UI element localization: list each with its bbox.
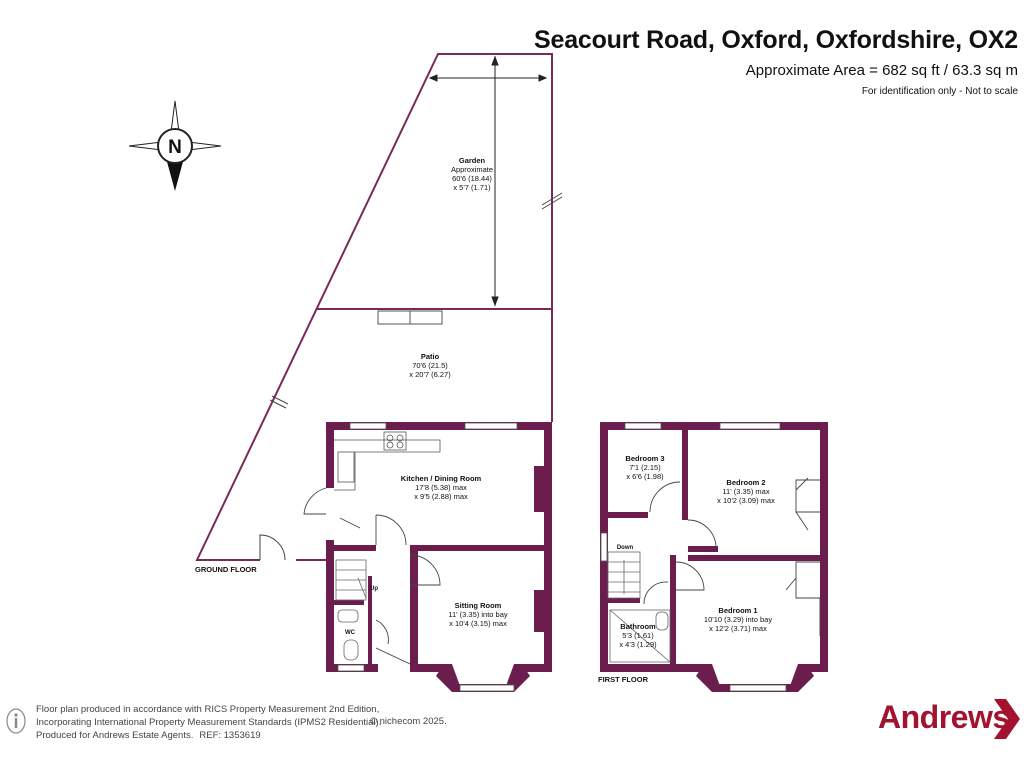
footer-line1: Floor plan produced in accordance with R…	[36, 704, 380, 715]
garden-line1: Approximate	[451, 165, 493, 174]
garden-patio-outline	[195, 53, 553, 561]
wc-fittings	[337, 609, 359, 661]
sitting-room-name: Sitting Room	[455, 601, 502, 610]
copyright-notice: © nichecom 2025.	[370, 716, 447, 727]
kitchen-name: Kitchen / Dining Room	[401, 474, 482, 483]
bathroom-line2: x 4'3 (1.29)	[619, 640, 657, 649]
bedroom3-line1: 7'1 (2.15)	[629, 463, 661, 472]
compass-icon: N	[128, 100, 222, 191]
ground-floor-door-swings	[303, 487, 441, 665]
patio-line1: 70'6 (21.5)	[412, 361, 448, 370]
garden-name: Garden	[459, 156, 486, 165]
kitchen-fittings	[334, 431, 441, 491]
bathroom-fittings	[609, 609, 671, 663]
bedroom1-name: Bedroom 1	[718, 606, 757, 615]
footer-produced-for: Produced for Andrews Estate Agents.	[36, 730, 194, 741]
bedroom1-line1: 10'10 (3.29) into bay	[704, 615, 772, 624]
wc-label: WC	[345, 630, 356, 636]
bathroom-name: Bathroom	[620, 622, 656, 631]
first-floor-stairs	[607, 551, 641, 599]
bedroom3-line2: x 6'6 (1.98)	[626, 472, 664, 481]
ground-floor-label: GROUND FLOOR	[195, 565, 257, 574]
patio-name: Patio	[421, 352, 440, 361]
bedroom2-name: Bedroom 2	[726, 478, 765, 487]
property-title: Seacourt Road, Oxford, Oxfordshire, OX2	[534, 26, 1018, 54]
footer-disclaimer: Floor plan produced in accordance with R…	[36, 703, 381, 742]
bathroom-line1: 5'3 (1.61)	[622, 631, 654, 640]
patio-threshold	[377, 310, 443, 325]
bedroom2-line1: 11' (3.35) max	[722, 487, 769, 496]
kitchen-line1: 17'8 (5.38) max	[415, 483, 467, 492]
first-floor-label: FIRST FLOOR	[598, 675, 649, 684]
ground-floor-walls	[326, 422, 552, 692]
compass-label: N	[168, 137, 182, 158]
ground-floor-windows	[337, 422, 518, 692]
stairs-down-label: Down	[617, 545, 634, 551]
garden-line2: 60'6 (18.44)	[452, 174, 492, 183]
garden-line3: x 5'7 (1.71)	[453, 183, 491, 192]
patio-line2: x 20'7 (6.27)	[409, 370, 451, 379]
footer-line2: Incorporating International Property Mea…	[36, 717, 382, 728]
bedroom1-line2: x 12'2 (3.71) max	[709, 624, 767, 633]
dimension-arrows	[428, 55, 548, 307]
kitchen-line2: x 9'5 (2.88) max	[414, 492, 468, 501]
ground-floor-stairs	[335, 559, 367, 601]
stairs-up-label: Up	[370, 586, 378, 592]
identification-note: For identification only - Not to scale	[861, 86, 1018, 97]
bedroom2-line2: x 10'2 (3.09) max	[717, 496, 775, 505]
sitting-room-line1: 11' (3.35) into bay	[448, 610, 507, 619]
footer-line3: Produced for Andrews Estate Agents. REF: …	[36, 729, 381, 742]
garden-door-swing	[259, 534, 286, 561]
brand-arrow-icon	[994, 699, 1020, 739]
info-icon	[6, 708, 26, 734]
first-floor-door-swings	[643, 477, 821, 636]
approximate-area: Approximate Area = 682 sq ft / 63.3 sq m	[745, 62, 1018, 79]
break-marks	[269, 192, 563, 409]
bedroom3-name: Bedroom 3	[625, 454, 664, 463]
footer-ref: REF: 1353619	[199, 730, 261, 741]
sitting-room-line2: x 10'4 (3.15) max	[449, 619, 507, 628]
first-floor-windows	[600, 422, 787, 692]
brand-logo: Andrews	[878, 699, 1010, 735]
